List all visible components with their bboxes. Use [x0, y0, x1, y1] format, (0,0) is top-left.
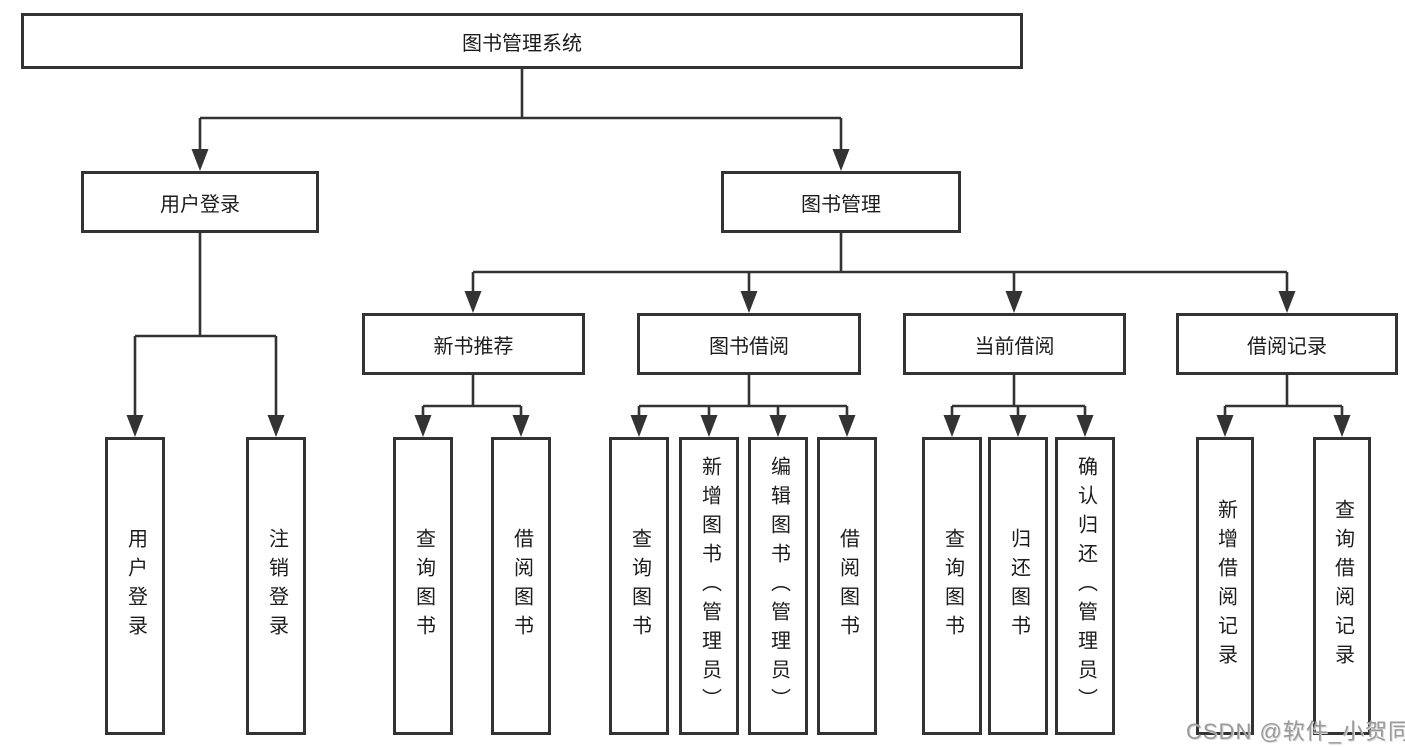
leaf-nb-borrow-books-label: 借阅图书: [510, 528, 533, 644]
connector-book-management-split: [464, 233, 1296, 313]
node-new-book-recommend-label: 新书推荐: [433, 335, 514, 358]
node-book-borrowing-label: 图书借阅: [709, 335, 789, 358]
node-current-borrowing: 当前借阅: [903, 313, 1126, 375]
leaf-user-login: 用户登录: [105, 437, 165, 735]
node-library-system: 图书管理系统: [21, 13, 1023, 69]
leaf-cb-query-books: 查询图书: [922, 437, 982, 735]
leaf-bb-edit-books-admin-label: 编辑图书（管理员）: [767, 455, 790, 717]
connector-new-book-split: [414, 375, 530, 437]
leaf-cb-return-books: 归还图书: [988, 437, 1048, 735]
leaf-bb-query-books-label: 查询图书: [628, 528, 651, 644]
node-borrow-records: 借阅记录: [1176, 313, 1398, 375]
node-current-borrowing-label: 当前借阅: [974, 335, 1055, 358]
node-book-borrowing: 图书借阅: [637, 313, 861, 375]
leaf-cb-confirm-return-admin-label: 确认归还（管理员）: [1074, 455, 1097, 717]
node-library-system-label: 图书管理系统: [462, 32, 582, 55]
node-new-book-recommend: 新书推荐: [362, 313, 585, 375]
connector-book-borrowing-split: [630, 375, 856, 437]
leaf-bb-query-books: 查询图书: [609, 437, 669, 735]
node-borrow-records-label: 借阅记录: [1247, 335, 1327, 358]
leaf-br-add-record: 新增借阅记录: [1196, 437, 1254, 735]
leaf-nb-query-books: 查询图书: [393, 437, 453, 735]
node-book-management: 图书管理: [721, 171, 961, 233]
node-user-login: 用户登录: [81, 171, 319, 233]
node-book-management-label: 图书管理: [801, 193, 881, 216]
leaf-nb-borrow-books: 借阅图书: [491, 437, 551, 735]
leaf-bb-add-books-admin-label: 新增图书（管理员）: [698, 455, 721, 717]
connector-borrow-records-split: [1216, 375, 1351, 437]
leaf-logout: 注销登录: [246, 437, 306, 735]
leaf-cb-confirm-return-admin: 确认归还（管理员）: [1055, 437, 1115, 735]
leaf-nb-query-books-label: 查询图书: [412, 528, 435, 644]
leaf-bb-add-books-admin: 新增图书（管理员）: [679, 437, 739, 735]
watermark: CSDN @软件_小贺同学: [1186, 719, 1405, 744]
connector-user-login-split: [126, 233, 285, 437]
leaf-logout-label: 注销登录: [265, 528, 288, 644]
leaf-bb-borrow-books: 借阅图书: [817, 437, 877, 735]
leaf-cb-query-books-label: 查询图书: [941, 528, 964, 644]
leaf-bb-borrow-books-label: 借阅图书: [836, 528, 859, 644]
leaf-bb-edit-books-admin: 编辑图书（管理员）: [748, 437, 808, 735]
leaf-br-query-record-label: 查询借阅记录: [1331, 499, 1354, 673]
connector-root-split: [191, 69, 850, 171]
leaf-br-query-record: 查询借阅记录: [1313, 437, 1371, 735]
connector-current-borrowing-split: [943, 375, 1094, 437]
leaf-cb-return-books-label: 归还图书: [1007, 528, 1030, 644]
node-user-login-label: 用户登录: [160, 193, 240, 216]
leaf-user-login-label: 用户登录: [124, 528, 147, 644]
leaf-br-add-record-label: 新增借阅记录: [1214, 499, 1237, 673]
